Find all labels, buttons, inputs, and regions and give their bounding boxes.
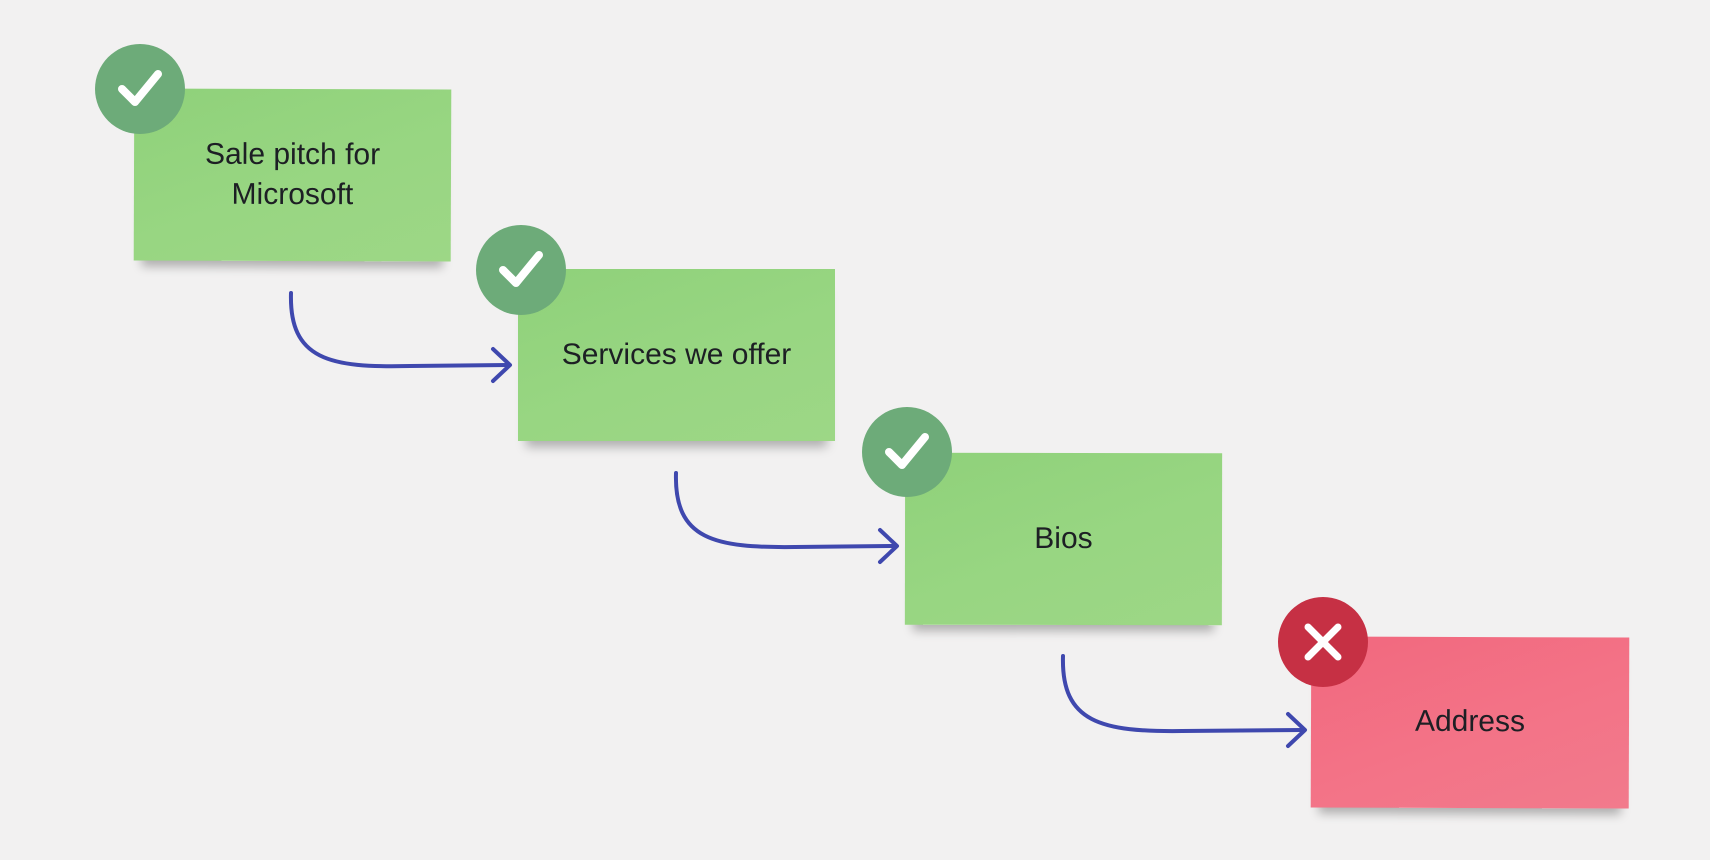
sticky-note-sale-pitch[interactable]: Sale pitch for Microsoft (133, 88, 452, 262)
cross-icon (1278, 597, 1368, 687)
sticky-note-bios[interactable]: Bios (904, 452, 1223, 626)
note-label: Bios (1034, 521, 1093, 555)
note-label: Sale pitch for Microsoft (204, 137, 381, 212)
check-icon (95, 44, 185, 134)
connector-arrow-2 (673, 471, 899, 564)
check-icon (476, 225, 566, 315)
connector-arrow-1 (288, 291, 512, 383)
connector-arrow-3 (1060, 654, 1307, 748)
note-label: Address (1414, 705, 1526, 739)
sticky-note-services[interactable]: Services we offer (518, 269, 835, 441)
note-label: Services we offer (561, 337, 792, 371)
check-icon (862, 407, 952, 497)
